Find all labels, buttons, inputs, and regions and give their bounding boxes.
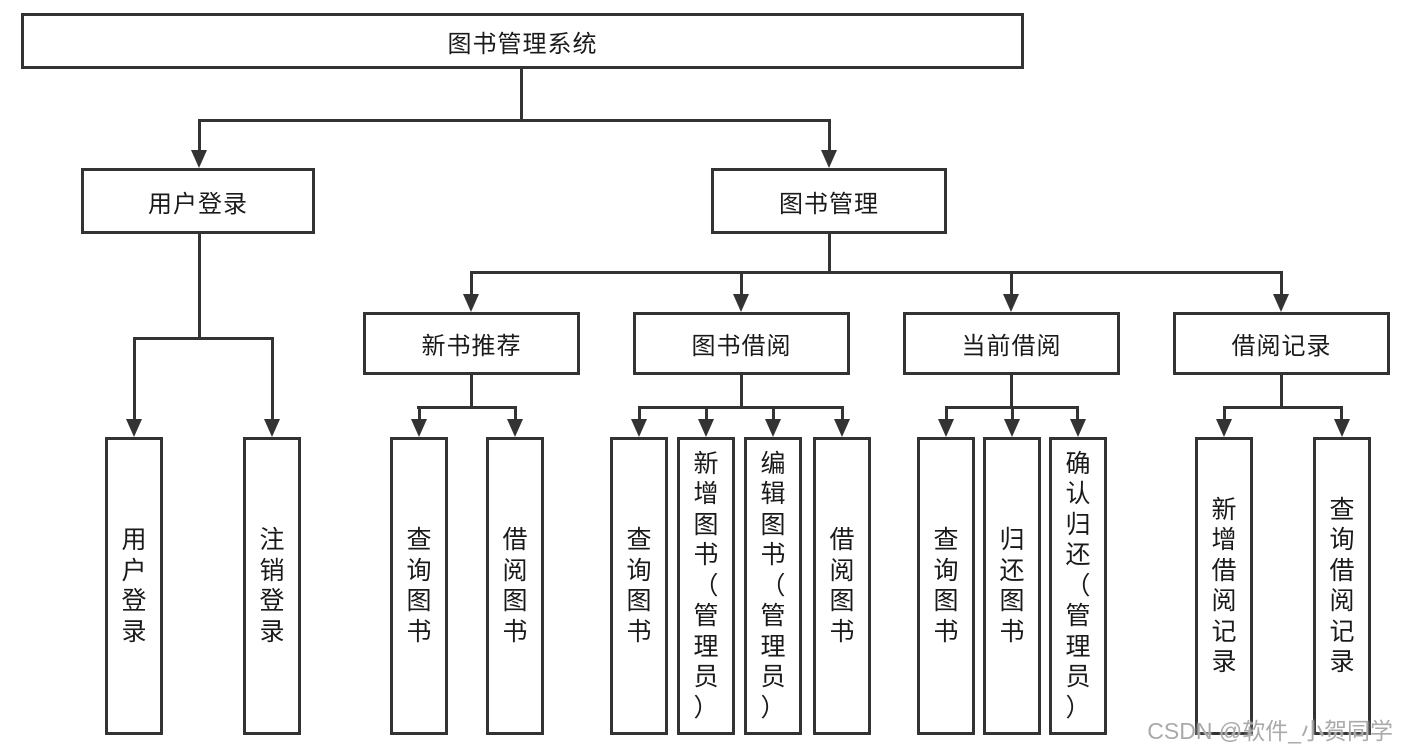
connector-stub: [133, 337, 136, 421]
connector-recommend-bar: [417, 406, 517, 409]
connector-book-borrow-bar: [638, 406, 843, 409]
connector-stub: [1010, 271, 1013, 296]
leaf-current-return-books-label: 归还图书: [999, 526, 1025, 646]
arrowhead-icon: [1004, 419, 1020, 437]
connector-stub: [1340, 406, 1343, 421]
connector-stub: [945, 406, 948, 421]
leaf-recommend-query-books-label: 查询图书: [406, 526, 432, 646]
connector-borrow-records-bar: [1223, 406, 1343, 409]
arrowhead-icon: [1216, 419, 1232, 437]
arrowhead-icon: [1003, 294, 1019, 312]
node-user-login: 用户登录: [81, 168, 315, 234]
arrowhead-icon: [191, 150, 207, 168]
leaf-record-query-label: 查询借阅记录: [1329, 495, 1355, 677]
connector-stub: [740, 271, 743, 296]
leaf-borrow-edit-books-label: 编辑图书（管理员）: [760, 449, 786, 722]
node-book-management-label: 图书管理: [779, 190, 879, 218]
node-new-book-recommend-label: 新书推荐: [421, 333, 522, 360]
arrowhead-icon: [463, 294, 479, 312]
connector-stub: [638, 406, 641, 421]
arrowhead-icon: [733, 294, 749, 312]
connector-stub: [418, 406, 421, 421]
connector-user-login-feed: [198, 234, 201, 339]
node-current-borrow-label: 当前借阅: [961, 333, 1062, 360]
connector-root-feed: [520, 69, 523, 120]
leaf-borrow-borrow-books-label: 借阅图书: [829, 526, 855, 646]
node-book-borrow-label: 图书借阅: [691, 333, 792, 360]
leaf-current-confirm-return: 确认归还（管理员）: [1049, 437, 1107, 735]
arrowhead-icon: [411, 419, 427, 437]
connector-book-borrow-feed: [740, 375, 743, 408]
connector-user-login-bar: [133, 337, 274, 340]
arrowhead-icon: [938, 419, 954, 437]
arrowhead-icon: [834, 419, 850, 437]
leaf-current-return-books: 归还图书: [983, 437, 1041, 735]
arrowhead-icon: [507, 419, 523, 437]
node-borrow-records-label: 借阅记录: [1231, 333, 1332, 360]
arrowhead-icon: [765, 419, 781, 437]
connector-book-mgmt-feed: [828, 234, 831, 273]
leaf-recommend-query-books: 查询图书: [390, 437, 448, 735]
node-borrow-records: 借阅记录: [1173, 312, 1390, 375]
leaf-record-query: 查询借阅记录: [1313, 437, 1371, 735]
node-new-book-recommend: 新书推荐: [363, 312, 580, 375]
node-book-borrow: 图书借阅: [633, 312, 850, 375]
connector-stub: [1076, 406, 1079, 421]
connector-stub: [772, 406, 775, 421]
leaf-recommend-borrow-books-label: 借阅图书: [502, 526, 528, 646]
arrowhead-icon: [1070, 419, 1086, 437]
leaf-borrow-add-books: 新增图书（管理员）: [677, 437, 735, 735]
leaf-borrow-query-books-label: 查询图书: [626, 526, 652, 646]
connector-current-borrow-feed: [1010, 375, 1013, 408]
watermark: CSDN @软件_小贺同学: [1147, 718, 1393, 744]
arrowhead-icon: [631, 419, 647, 437]
leaf-logout: 注销登录: [243, 437, 301, 735]
leaf-logout-label: 注销登录: [259, 526, 285, 646]
arrowhead-icon: [126, 419, 142, 437]
connector-stub: [841, 406, 844, 421]
arrowhead-icon: [1273, 294, 1289, 312]
node-current-borrow: 当前借阅: [903, 312, 1120, 375]
arrowhead-icon: [821, 150, 837, 168]
leaf-record-add-label: 新增借阅记录: [1211, 495, 1237, 677]
connector-stub: [271, 337, 274, 421]
leaf-current-query-books: 查询图书: [917, 437, 975, 735]
leaf-borrow-borrow-books: 借阅图书: [813, 437, 871, 735]
node-user-login-label: 用户登录: [148, 190, 248, 218]
connector-stub: [198, 119, 201, 152]
arrowhead-icon: [264, 419, 280, 437]
leaf-user-login-label: 用户登录: [121, 526, 147, 646]
leaf-current-query-books-label: 查询图书: [933, 526, 959, 646]
connector-stub: [828, 119, 831, 152]
connector-stub: [470, 271, 473, 296]
connector-stub: [705, 406, 708, 421]
connector-stub: [1011, 406, 1014, 421]
connector-level2-bar: [198, 119, 831, 122]
leaf-borrow-edit-books: 编辑图书（管理员）: [744, 437, 802, 735]
connector-stub: [1223, 406, 1226, 421]
node-root: 图书管理系统: [21, 13, 1024, 69]
leaf-recommend-borrow-books: 借阅图书: [486, 437, 544, 735]
leaf-record-add: 新增借阅记录: [1195, 437, 1253, 735]
node-root-label: 图书管理系统: [447, 30, 598, 58]
arrowhead-icon: [698, 419, 714, 437]
arrowhead-icon: [1334, 419, 1350, 437]
connector-recommend-feed: [470, 375, 473, 408]
connector-level3-bar: [470, 271, 1283, 274]
connector-stub: [1280, 271, 1283, 296]
connector-stub: [514, 406, 517, 421]
leaf-borrow-query-books: 查询图书: [610, 437, 668, 735]
connector-borrow-records-feed: [1280, 375, 1283, 408]
leaf-current-confirm-return-label: 确认归还（管理员）: [1065, 449, 1091, 722]
leaf-user-login: 用户登录: [105, 437, 163, 735]
node-book-management: 图书管理: [711, 168, 947, 234]
leaf-borrow-add-books-label: 新增图书（管理员）: [693, 449, 719, 722]
